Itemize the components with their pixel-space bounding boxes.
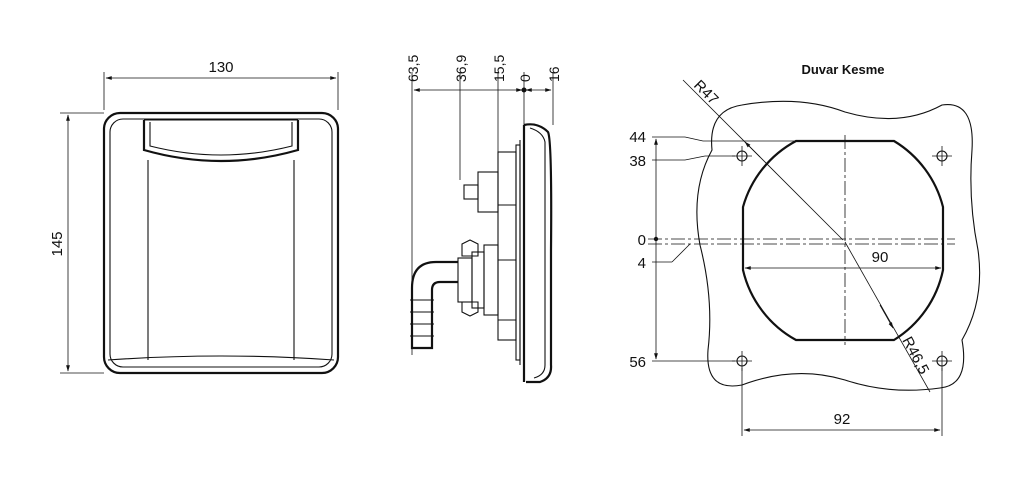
front-lid-bottom [107,355,335,361]
inner-width-label: 90 [872,249,889,266]
cutout-title: Duvar Kesme [801,62,884,77]
side-body [497,151,517,341]
radius-r47-leader [682,79,844,241]
left-label-0: 0 [638,232,646,249]
front-housing-inner [109,118,333,368]
side-hose [410,260,458,350]
side-view: 63,5 36,9 15,5 0 16 [405,55,562,384]
side-label-15-5: 15,5 [491,55,507,82]
left-label-44: 44 [629,129,646,146]
side-label-16: 16 [546,66,562,82]
left-label-4: 4 [638,255,646,272]
side-label-0: 0 [517,74,533,82]
mounting-hole-tr [932,146,952,166]
mounting-hole-br [932,351,952,371]
wall-outline [696,100,981,391]
radius-r465-label: R46,5 [898,334,932,377]
left-label-56: 56 [629,354,646,371]
side-upper-plug [477,171,499,213]
mounting-hole-tl [732,146,752,166]
height-label: 145 [49,231,66,256]
side-fitting [457,257,473,303]
cutout-view: Duvar Kesme R47 [629,62,981,436]
front-view: 130 145 [49,59,340,375]
radius-r47-label: R47 [690,77,721,108]
width-label: 130 [208,59,233,76]
cutout-shape [741,139,945,342]
side-label-63-5: 63,5 [405,55,421,82]
hole-spacing-label: 92 [834,411,851,428]
front-handle [142,120,300,163]
left-label-38: 38 [629,153,646,170]
mounting-hole-bl [732,351,752,371]
side-label-36-9: 36,9 [453,55,469,82]
front-housing [102,111,340,375]
side-cover [523,123,553,384]
